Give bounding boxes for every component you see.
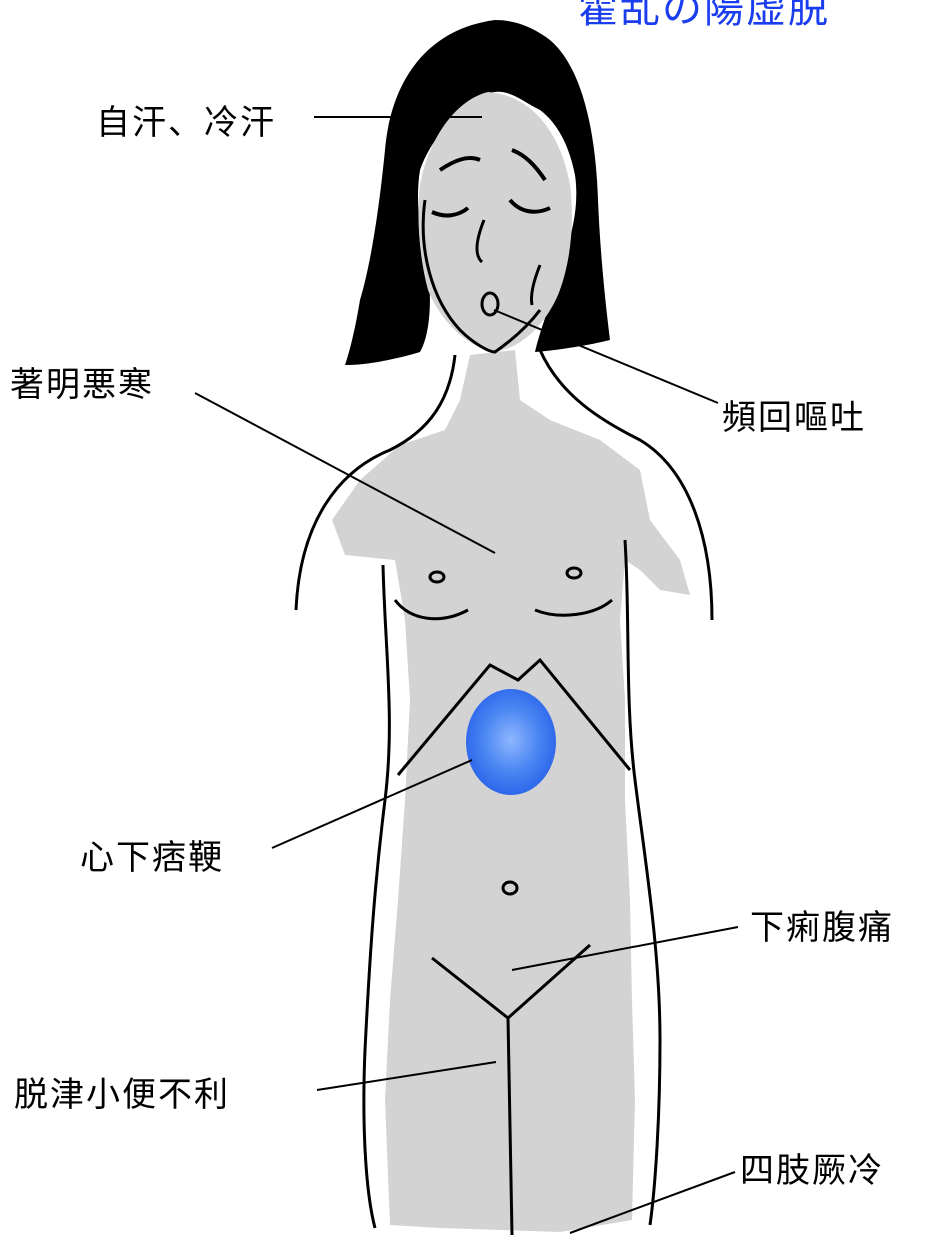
- label-cold-limbs: 四肢厥冷: [740, 1151, 884, 1191]
- label-chill: 著明悪寒: [10, 365, 154, 405]
- label-vomit: 頻回嘔吐: [722, 398, 866, 438]
- label-epigastric: 心下痞鞕: [80, 838, 224, 878]
- label-sweat: 自汗、冷汗: [96, 103, 276, 143]
- label-urine: 脱津小便不利: [14, 1075, 230, 1115]
- epigastric-highlight: [466, 689, 556, 795]
- label-diarrhea: 下痢腹痛: [750, 908, 894, 948]
- torso-left-line: [364, 565, 389, 1228]
